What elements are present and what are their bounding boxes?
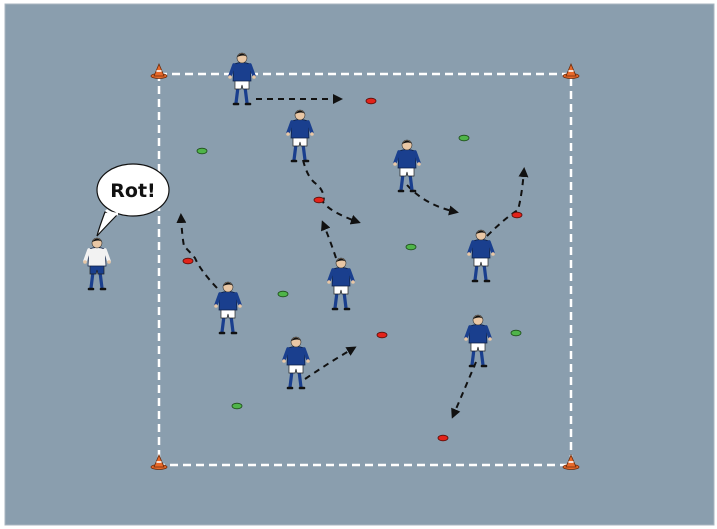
green-disc-marker <box>232 403 242 409</box>
green-disc-marker <box>197 148 207 154</box>
red-disc-marker <box>377 332 387 338</box>
red-disc-marker <box>183 258 193 264</box>
red-disc-marker <box>366 98 376 104</box>
field-background <box>5 4 714 525</box>
red-disc-marker <box>314 197 324 203</box>
green-disc-marker <box>459 135 469 141</box>
green-disc-marker <box>511 330 521 336</box>
coach-speech-text: Rot! <box>110 180 155 202</box>
green-disc-marker <box>278 291 288 297</box>
red-disc-marker <box>438 435 448 441</box>
green-disc-marker <box>406 244 416 250</box>
red-disc-marker <box>512 212 522 218</box>
